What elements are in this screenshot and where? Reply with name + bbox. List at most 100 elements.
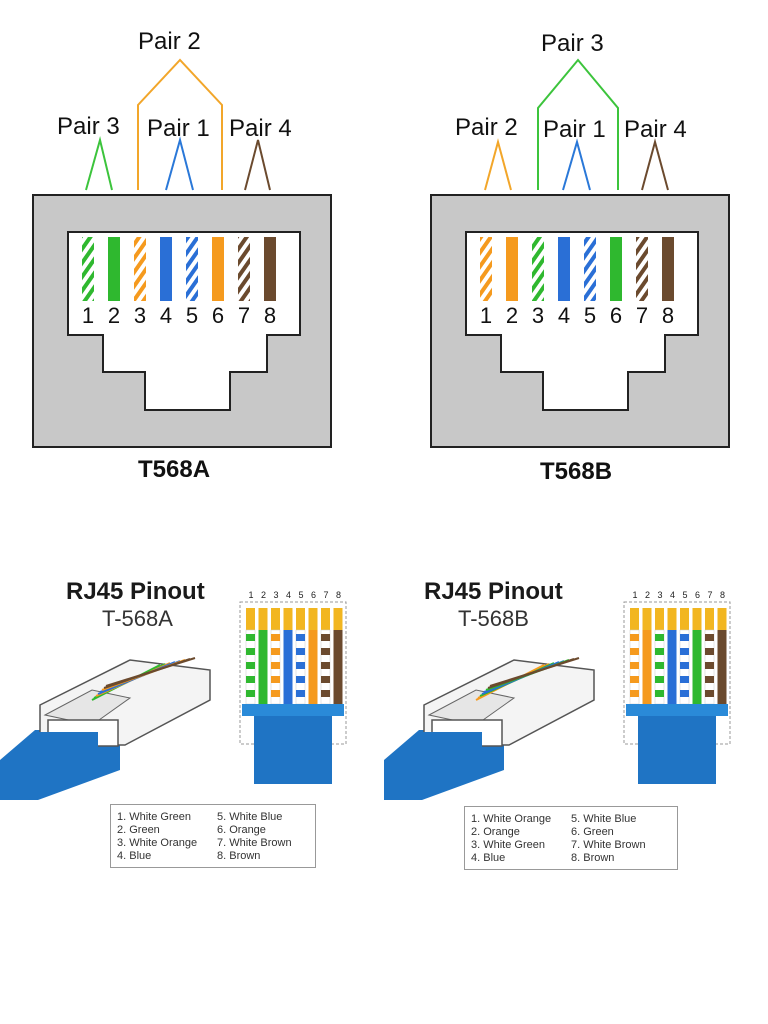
- wire-stripe: [321, 648, 330, 655]
- wire-stripe: [655, 662, 664, 669]
- pin-number: 5: [583, 303, 597, 328]
- wire-solid: [258, 630, 268, 704]
- pin-number: 2: [107, 303, 121, 328]
- rj45-subtitle: T-568B: [458, 606, 529, 631]
- wire-stripe: [296, 648, 305, 655]
- wire-stripe: [680, 648, 689, 655]
- wire-solid: [610, 237, 622, 301]
- pair-connector-line: [165, 136, 194, 191]
- pair-connector-line: [244, 139, 271, 191]
- legend-item: 1. White Orange: [471, 813, 552, 825]
- wire-striped: [636, 237, 648, 301]
- gold-contact: [296, 608, 305, 630]
- pair-connector-line: [137, 58, 223, 190]
- legend-item: 3. White Green: [471, 839, 545, 851]
- legend-item: 8. Brown: [217, 850, 261, 862]
- legend-item: 4. Blue: [117, 850, 152, 862]
- wire-stripe: [630, 648, 639, 655]
- wire-solid: [667, 630, 677, 704]
- pin-number: 3: [531, 303, 545, 328]
- t568a-jack-svg: [32, 58, 332, 448]
- wire-stripe: [246, 690, 255, 697]
- wire-striped: [584, 237, 596, 301]
- rj45-plug-drawing: [0, 601, 347, 800]
- wire-stripe: [705, 648, 714, 655]
- pair-connector-line: [85, 136, 113, 191]
- legend-item: 7. White Brown: [571, 839, 646, 851]
- wire-stripe: [321, 662, 330, 669]
- wire-stripe: [630, 676, 639, 683]
- cable-jacket-schematic: [254, 716, 332, 784]
- pair-connector-line: [537, 58, 619, 190]
- wire-stripe: [246, 648, 255, 655]
- rj45-subtitle: T-568A: [102, 606, 173, 631]
- legend-item: 3. White Orange: [117, 837, 198, 849]
- pin-number: 6: [609, 303, 623, 328]
- wire-stripe: [655, 648, 664, 655]
- wire-stripe: [296, 676, 305, 683]
- wire-striped: [238, 237, 250, 301]
- rj45-plug-drawing: [384, 601, 731, 800]
- inner-wire: [489, 657, 580, 687]
- wire-striped: [134, 237, 146, 301]
- gold-contact: [321, 608, 330, 630]
- pair-label-top: Pair 2: [138, 28, 201, 55]
- pin-number: 4: [285, 590, 291, 600]
- gold-contact: [717, 608, 727, 630]
- wire-stripe: [630, 634, 639, 641]
- pin-number: 2: [505, 303, 519, 328]
- wire-striped: [186, 237, 198, 301]
- wire-solid: [558, 237, 570, 301]
- wire-stripe: [321, 690, 330, 697]
- wire-stripe: [655, 634, 664, 641]
- pin-number: 3: [657, 590, 663, 600]
- pin-number: 8: [335, 590, 341, 600]
- pair-label-top: Pair 3: [541, 30, 604, 57]
- wire-stripe: [321, 634, 330, 641]
- wire-solid: [108, 237, 120, 301]
- rj45-title: RJ45 Pinout: [424, 578, 563, 605]
- wire-stripe: [630, 690, 639, 697]
- legend-item: 5. White Blue: [217, 811, 283, 823]
- wire-stripe: [705, 690, 714, 697]
- wire-stripe: [655, 690, 664, 697]
- pin-number: 2: [260, 590, 266, 600]
- legend-item: 7. White Brown: [217, 837, 292, 849]
- wire-striped: [480, 237, 492, 301]
- gold-contact: [667, 608, 677, 630]
- wire-solid: [333, 630, 343, 704]
- pin-number: 6: [310, 590, 316, 600]
- pin-number: 4: [669, 590, 675, 600]
- wire-solid: [642, 630, 652, 704]
- wire-solid: [692, 630, 702, 704]
- legend-item: 1. White Green: [117, 811, 191, 823]
- wire-stripe: [246, 676, 255, 683]
- pin-number: 1: [248, 590, 254, 600]
- pin-number: 7: [707, 590, 713, 600]
- cable-band: [242, 704, 344, 716]
- pin-number: 5: [682, 590, 688, 600]
- legend-item: 6. Orange: [217, 824, 266, 836]
- pin-number: 8: [661, 303, 675, 328]
- gold-contact: [630, 608, 639, 630]
- gold-contact: [333, 608, 343, 630]
- pin-number: 7: [323, 590, 329, 600]
- pin-number: 1: [81, 303, 95, 328]
- wire-color-legend: 1. White Green 2. Green 3. White Orange …: [110, 804, 316, 868]
- wire-stripe: [296, 690, 305, 697]
- wire-solid: [264, 237, 276, 301]
- wire-stripe: [271, 690, 280, 697]
- pair-label-mid: Pair 1: [543, 116, 606, 143]
- pair-label-right: Pair 4: [229, 115, 292, 142]
- wire-striped: [82, 237, 94, 301]
- wire-solid: [283, 630, 293, 704]
- pin-number: 5: [185, 303, 199, 328]
- wire-solid: [506, 237, 518, 301]
- wire-stripe: [680, 634, 689, 641]
- wire-stripe: [680, 676, 689, 683]
- legend-item: 8. Brown: [571, 852, 615, 864]
- legend-item: 2. Orange: [471, 826, 520, 838]
- wire-stripe: [271, 648, 280, 655]
